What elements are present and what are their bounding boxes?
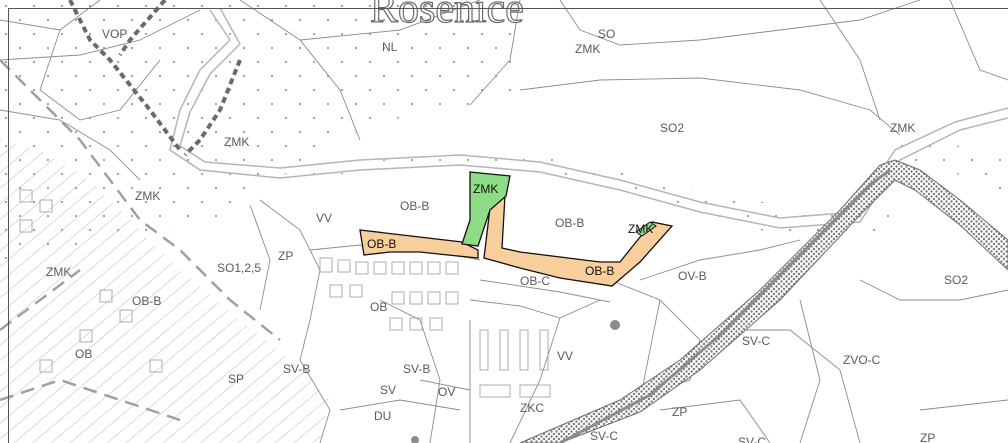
label-ob-b-mid: OB-B <box>555 216 584 230</box>
label-zmk-left-2: ZMK <box>135 189 160 203</box>
label-ob-b-west: OB-B <box>367 237 396 251</box>
label-ov: OV <box>438 385 455 399</box>
label-zvo-c: ZVO-C <box>843 353 881 367</box>
label-nl: NL <box>382 40 398 54</box>
label-sv: SV <box>380 383 396 397</box>
label-zp-corner: ZP <box>920 431 935 443</box>
label-sv-c-corner: SV-C <box>738 435 766 443</box>
label-zmk-right: ZMK <box>890 121 915 135</box>
forest-area-band <box>285 152 900 240</box>
label-sv-b-left: SV-B <box>283 362 310 376</box>
label-vv-left: VV <box>316 211 332 225</box>
label-zp-bottom: ZP <box>672 405 687 419</box>
label-zmk-left-1: ZMK <box>224 135 249 149</box>
label-sv-b-mid: SV-B <box>403 362 430 376</box>
building-footprints <box>19 189 551 398</box>
forest-area-north <box>0 0 520 265</box>
label-vv-mid: VV <box>557 349 573 363</box>
label-so-top: SO <box>598 27 615 41</box>
label-ob-b-east: OB-B <box>585 264 614 278</box>
label-zmk-left-3: ZMK <box>46 265 71 279</box>
point-marker[interactable] <box>610 320 620 330</box>
label-ob-left: OB <box>75 347 92 361</box>
zmk-small-green[interactable] <box>635 221 657 237</box>
label-ov-b: OV-B <box>678 269 707 283</box>
cadastral-boundary <box>68 0 242 157</box>
place-name: Rosenice <box>370 0 524 32</box>
label-sv-c: SV-C <box>742 334 770 348</box>
label-zmk-green: ZMK <box>473 182 498 196</box>
label-ob-b-left2: OB-B <box>132 294 161 308</box>
ob-b-area-east[interactable] <box>483 177 674 287</box>
label-vop: VOP <box>102 27 127 41</box>
label-so2-top: SO2 <box>660 121 684 135</box>
label-ob-mid: OB <box>370 300 387 314</box>
point-marker-bottom[interactable] <box>411 436 419 443</box>
label-du: DU <box>374 409 391 423</box>
map-frame <box>8 8 1008 443</box>
municipal-boundary <box>0 59 281 422</box>
label-ob-b-top: OB-B <box>400 199 429 213</box>
label-sp: SP <box>228 372 244 386</box>
label-zmk-small: ZMK <box>628 222 653 236</box>
ob-b-development-areas <box>359 177 674 287</box>
label-ob-c: OB-C <box>520 274 550 288</box>
zone-labels: VOP NL SO ZMK ZMK ZMK ZMK ZMK SO2 SO2 OB… <box>46 27 968 443</box>
river-line <box>559 168 891 443</box>
forest-area-east <box>890 140 1008 200</box>
zmk-green-area[interactable] <box>461 171 511 247</box>
hatched-settlement <box>0 140 330 443</box>
label-so2-right: SO2 <box>944 273 968 287</box>
label-zkc: ZKC <box>520 401 544 415</box>
railway-band <box>519 159 1008 443</box>
label-zmk-top: ZMK <box>575 42 600 56</box>
label-zp-left: ZP <box>278 249 293 263</box>
label-sv-c-bottom: SV-C <box>590 429 618 443</box>
label-so-1-2-5: SO1,2,5 <box>217 261 261 275</box>
